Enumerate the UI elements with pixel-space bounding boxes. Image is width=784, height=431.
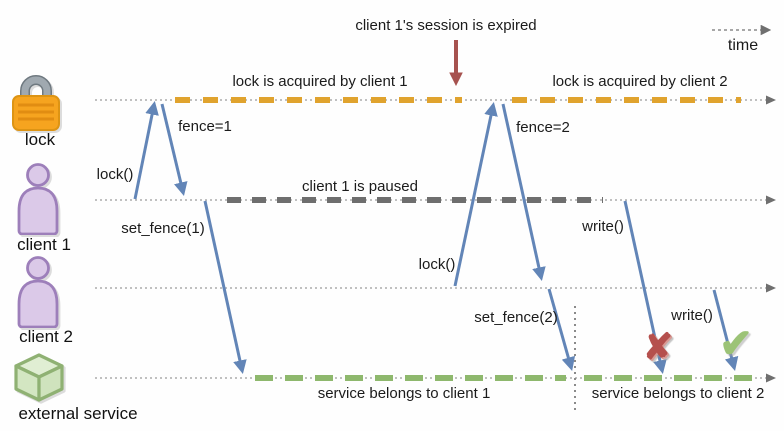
service-timeline-arrowhead <box>766 373 776 383</box>
message-label-fence2: fence=2 <box>516 119 570 136</box>
arrow-lock-call-client2 <box>453 101 498 287</box>
cube-icon <box>14 353 64 402</box>
segment-label-lock-client1: lock is acquired by client 1 <box>232 73 408 90</box>
person-icon-client1 <box>17 163 59 235</box>
time-axis-label: time <box>727 37 759 54</box>
session-expired-note: client 1's session is expired <box>355 17 537 34</box>
ownership-divider-dotted-line <box>574 306 576 412</box>
client1-timeline-arrowhead <box>766 195 776 205</box>
client2-timeline-arrowhead <box>766 283 776 293</box>
arrow-fence2-response <box>501 103 546 282</box>
lane-label-lock: lock <box>24 130 56 149</box>
segment-label-service-client1: service belongs to client 1 <box>317 385 491 402</box>
padlock-icon <box>12 75 60 131</box>
message-label-write-client2: write() <box>671 307 713 324</box>
segment-label-client1-paused: client 1 is paused <box>302 178 418 195</box>
write-accepted-check-mark: ✔ <box>719 322 753 366</box>
lock-timeline-arrowhead <box>766 95 776 105</box>
message-label-write-client1: write() <box>582 218 624 235</box>
arrow-write-client2 <box>712 289 739 372</box>
write-rejected-x-mark: ✘ <box>642 326 674 367</box>
message-label-fence1: fence=1 <box>178 118 232 135</box>
lane-label-client2: client 2 <box>19 327 73 346</box>
message-label-lock-call-1: lock() <box>96 166 134 183</box>
message-label-set-fence2: set_fence(2) <box>474 309 558 326</box>
lane-label-external-service: external service <box>18 404 138 423</box>
arrow-lock-call-client1 <box>133 100 159 200</box>
arrow-write-client1 <box>623 200 667 375</box>
arrow-set-fence2 <box>547 288 576 371</box>
person-icon-client2 <box>17 256 59 328</box>
arrow-fence1-response <box>160 103 188 197</box>
message-label-lock-call-2: lock() <box>418 256 456 273</box>
lane-label-client1: client 1 <box>17 235 71 254</box>
segment-label-service-client2: service belongs to client 2 <box>591 385 765 402</box>
segment-label-lock-client2: lock is acquired by client 2 <box>552 73 728 90</box>
message-label-set-fence1: set_fence(1) <box>121 220 205 237</box>
arrow-set-fence1 <box>203 200 247 375</box>
